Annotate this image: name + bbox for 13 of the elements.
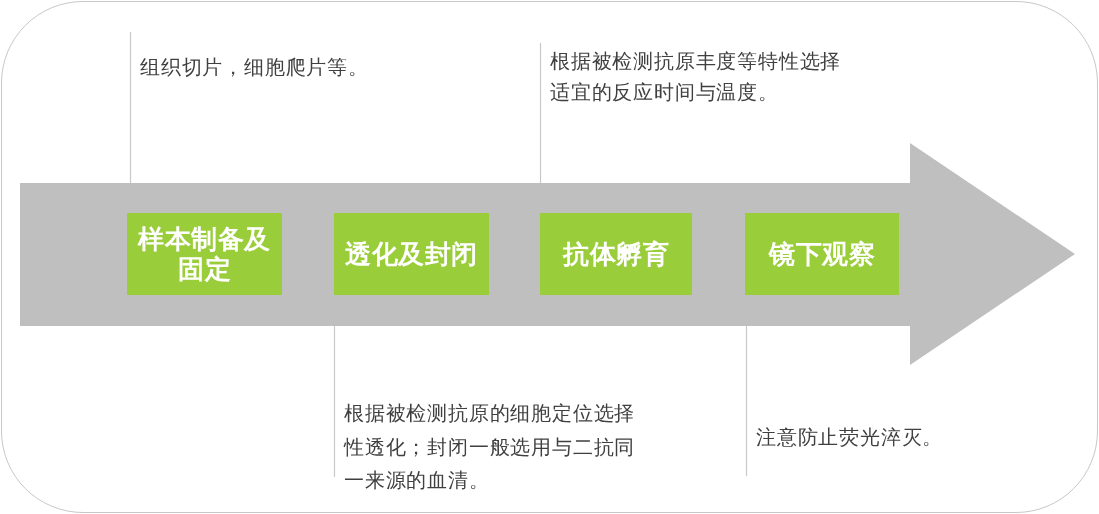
description-text: 组织切片，细胞爬片等。 — [131, 32, 401, 82]
step-box: 抗体孵育 — [540, 213, 692, 295]
step-box: 样本制备及固定 — [127, 213, 282, 295]
step-box: 透化及封闭 — [334, 213, 489, 295]
leader-line — [333, 325, 336, 478]
process-arrow — [20, 143, 1075, 365]
description-text: 注意防止荧光淬灭。 — [747, 420, 1007, 476]
description-text: 根据被检测抗原丰度等特性选择适宜的反应时间与温度。 — [541, 43, 859, 108]
description-text: 根据被检测抗原的细胞定位选择性透化；封闭一般选用与二抗同一来源的血清。 — [335, 397, 653, 498]
leader-line — [129, 31, 132, 184]
leader-line — [745, 325, 748, 477]
step-box: 镜下观察 — [745, 213, 899, 295]
leader-line — [539, 42, 542, 184]
